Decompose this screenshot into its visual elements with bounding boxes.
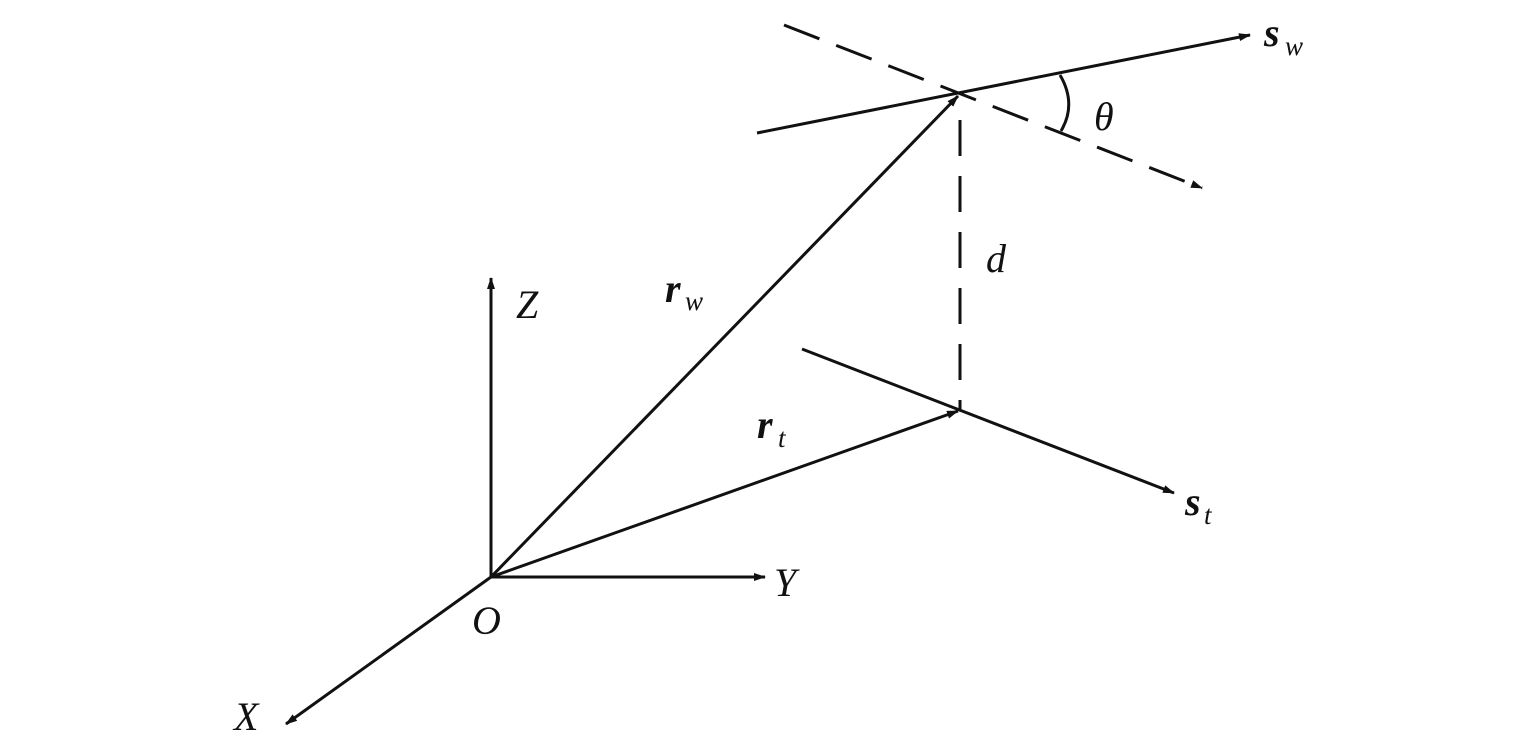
- s-t-parallel-dashed-line: [783, 23, 1203, 190]
- s-t-symbol: s: [1184, 479, 1201, 524]
- s-w-subscript: w: [1285, 31, 1303, 61]
- z-axis-label: Z: [516, 282, 539, 327]
- y-axis-label: Y: [774, 560, 800, 605]
- r-t-symbol: r: [757, 402, 773, 447]
- angle-arc: [1058, 74, 1071, 132]
- r-t-vector: [490, 409, 959, 579]
- s-w-line: [756, 33, 1251, 135]
- x-axis-label: X: [232, 694, 260, 739]
- r-t-subscript: t: [778, 423, 787, 453]
- s-t-subscript: t: [1204, 500, 1213, 530]
- angle-label: θ: [1094, 94, 1114, 139]
- x-axis-line: [285, 575, 492, 726]
- r-w-symbol: r: [665, 266, 681, 311]
- r-w-vector: [489, 94, 960, 579]
- s-t-line: [801, 347, 1175, 495]
- s-w-symbol: s: [1263, 10, 1280, 55]
- r-w-subscript: w: [685, 286, 703, 316]
- distance-label: d: [986, 236, 1007, 281]
- origin-label: O: [472, 598, 501, 643]
